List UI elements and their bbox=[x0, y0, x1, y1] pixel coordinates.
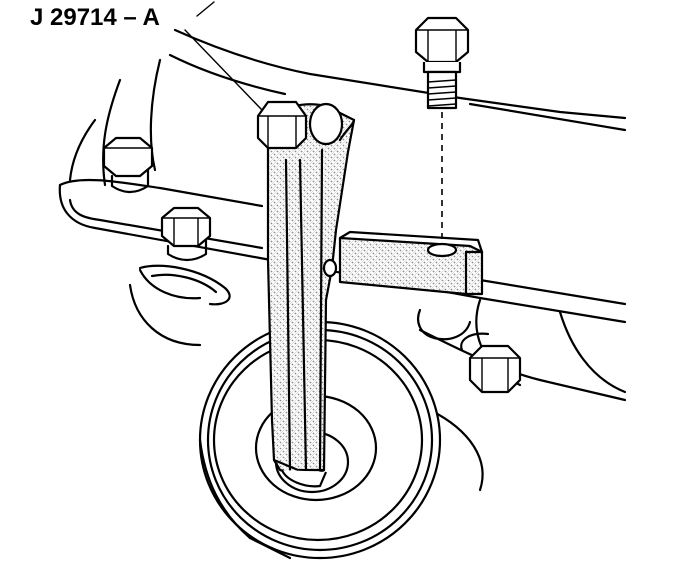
tool-callout-label: J 29714 – A bbox=[30, 4, 160, 31]
tool-bracket-plate bbox=[338, 230, 484, 296]
housing-pocket bbox=[138, 264, 231, 306]
flange-bolt-left bbox=[102, 136, 154, 194]
tool-hex-nut bbox=[256, 100, 344, 150]
callout-leader-line bbox=[184, 1, 263, 111]
flange-bolt-lower-right bbox=[460, 332, 522, 394]
tool-foot bbox=[280, 469, 328, 488]
flange-bolt-center bbox=[160, 206, 212, 262]
exploded-bolt bbox=[414, 16, 470, 110]
